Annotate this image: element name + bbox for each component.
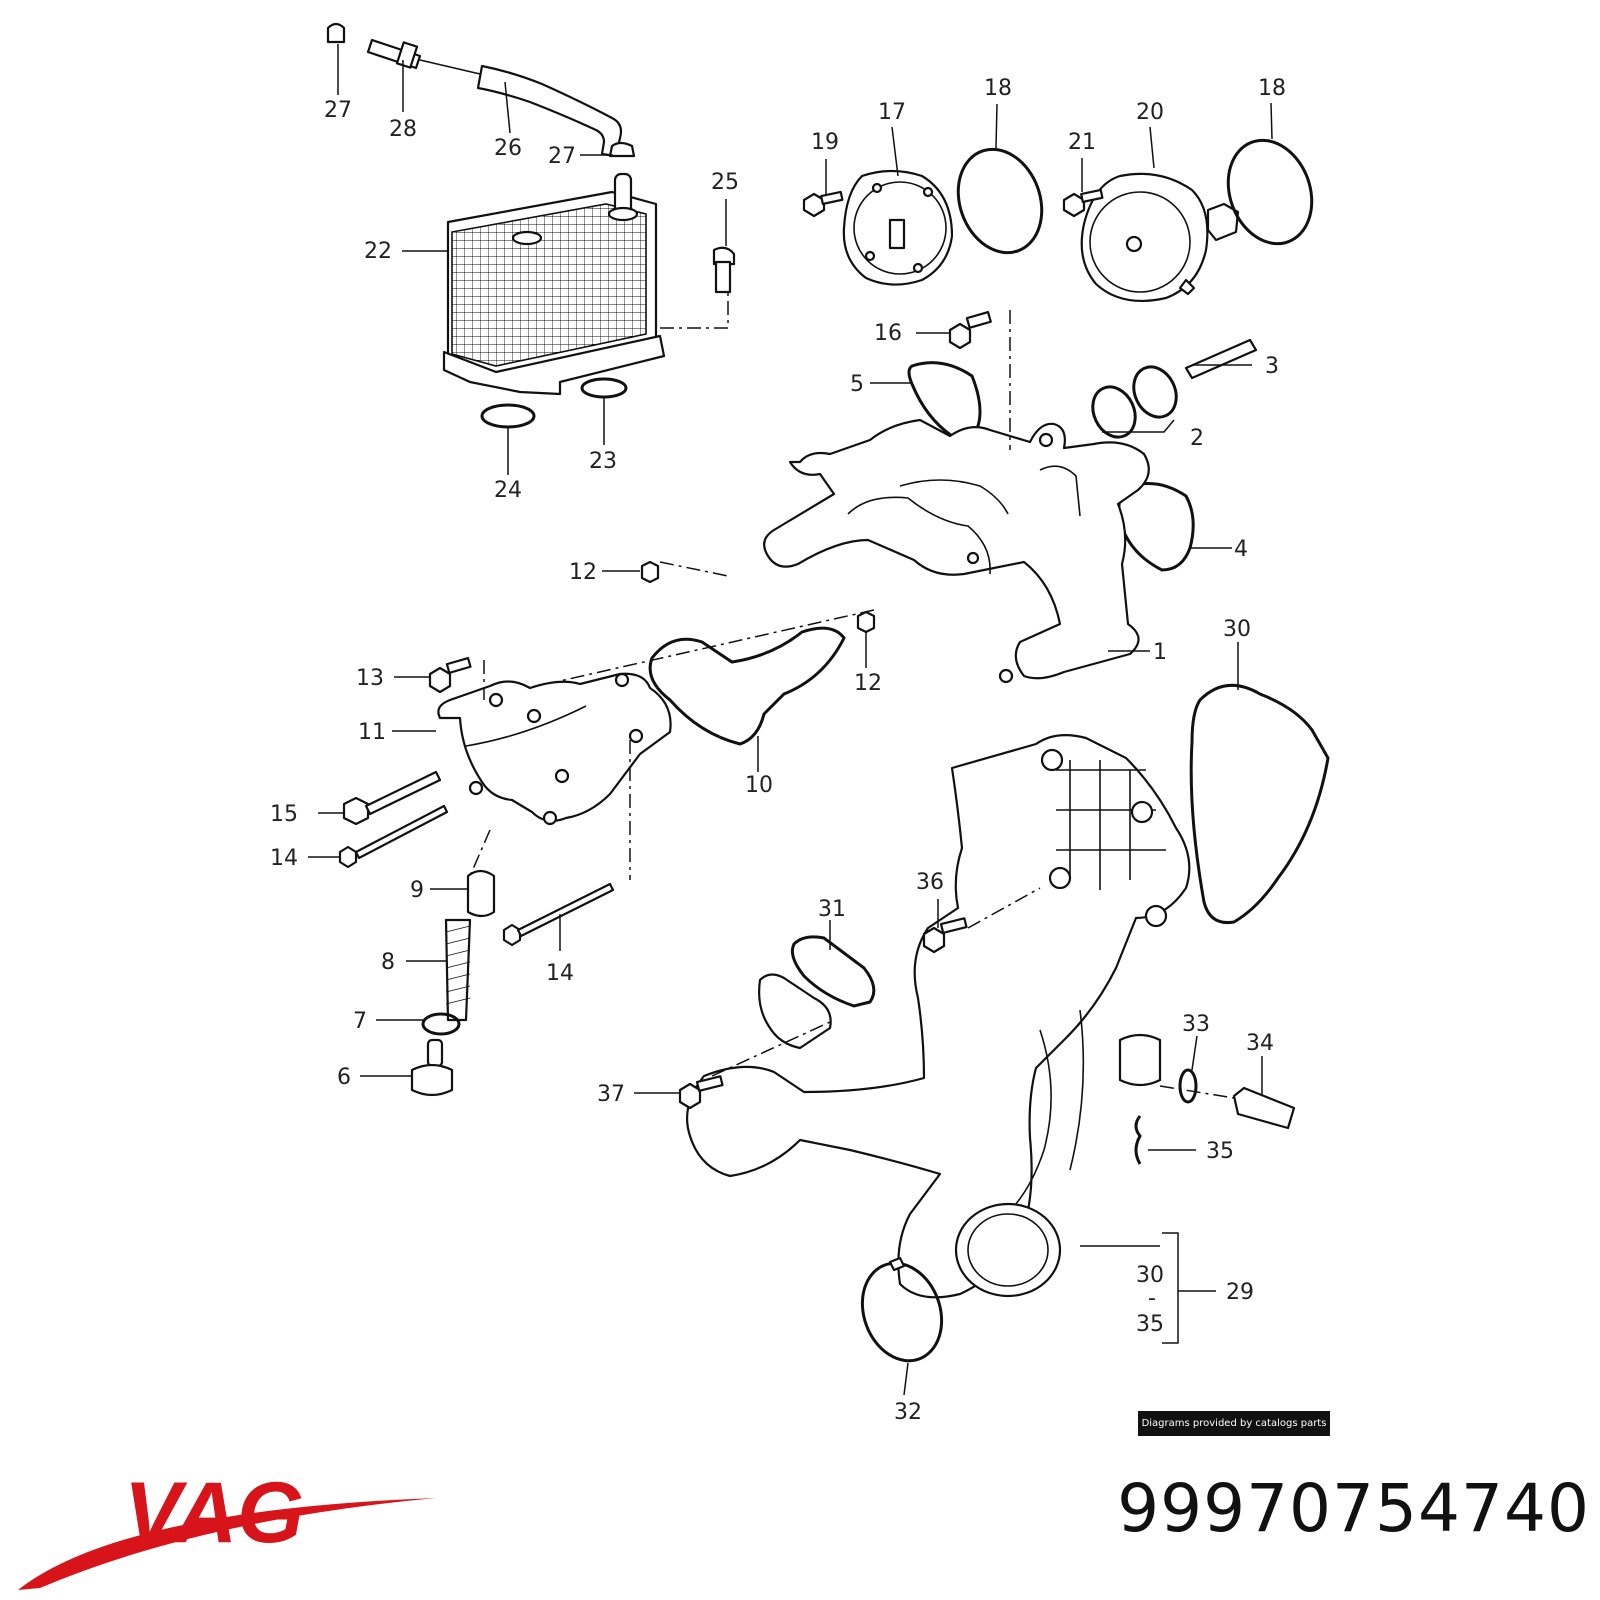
bolts-14-15: [338, 770, 615, 947]
callout-6: 6: [337, 1065, 351, 1090]
callout-24: 24: [494, 478, 522, 503]
callout-8: 8: [381, 950, 395, 975]
leaders-cooler: [402, 199, 729, 475]
callout-28: 28: [389, 117, 417, 142]
callout-35a: 35: [1206, 1139, 1234, 1164]
callout-labels: 27 28 26 27 25 22 23 24 19 17 18 21 20 1…: [270, 76, 1286, 1425]
oil-cooler-seals: [480, 377, 628, 429]
thermostat-housing-20: [1080, 172, 1240, 302]
brand-name: VAG: [124, 1465, 304, 1561]
callout-30b: 30: [1136, 1263, 1164, 1288]
diagram-credit-text: Diagrams provided by catalogs parts: [1141, 1418, 1327, 1429]
callout-18a: 18: [984, 76, 1012, 101]
callout-29: 29: [1226, 1280, 1254, 1305]
callout-9: 9: [410, 878, 424, 903]
callout-5: 5: [850, 372, 864, 397]
callout-30a: 30: [1223, 617, 1251, 642]
callout-33: 33: [1182, 1012, 1210, 1037]
callout-2: 2: [1190, 426, 1204, 451]
callout-14b: 14: [546, 961, 574, 986]
thermostat-cover-17: [842, 169, 954, 286]
callout-14a: 14: [270, 846, 298, 871]
callout-27b: 27: [548, 144, 576, 169]
sensor-33-35: [1134, 1068, 1296, 1165]
gasket-10: [648, 626, 846, 746]
diagram-credit-banner: Diagrams provided by catalogs parts: [1138, 1411, 1330, 1436]
callout-12b: 12: [854, 671, 882, 696]
pin-3: [1184, 338, 1258, 380]
callout-36: 36: [916, 870, 944, 895]
bolts-36-37: [678, 917, 968, 1110]
gasket-30: [1189, 683, 1330, 925]
callout-3: 3: [1265, 354, 1279, 379]
o-rings-18: [956, 138, 1314, 255]
callout-19: 19: [811, 130, 839, 155]
leaders-pipe: [634, 887, 1263, 1396]
main-housing-1: [763, 418, 1150, 684]
callout-37: 37: [597, 1082, 625, 1107]
plugs-12: [640, 560, 876, 634]
leaders-cover: [308, 660, 759, 1077]
clamp-32: [860, 1256, 944, 1363]
callout-13: 13: [356, 666, 384, 691]
callout-23: 23: [589, 449, 617, 474]
hose-assembly: [326, 22, 636, 158]
callout-10: 10: [745, 773, 773, 798]
coolant-pipe-29: [686, 733, 1191, 1299]
callout-4: 4: [1234, 537, 1248, 562]
leaders-thermostat: [825, 102, 1273, 194]
callout-16: 16: [874, 321, 902, 346]
callout-range-dash: -: [1148, 1286, 1156, 1311]
bolts-19-21: [802, 188, 1104, 218]
callout-18b: 18: [1258, 76, 1286, 101]
callout-27a: 27: [324, 98, 352, 123]
callout-22: 22: [364, 239, 392, 264]
leaders-main-housing: [519, 310, 1252, 691]
gasket-31: [790, 935, 876, 1008]
o-rings-2: [1091, 365, 1178, 439]
callout-12a: 12: [569, 560, 597, 585]
thermostat-parts-6-9: [410, 869, 496, 1097]
bolt-25: [712, 246, 736, 294]
vag-logo: VAG: [18, 1465, 436, 1590]
bolt-16: [948, 310, 992, 350]
bolt-13: [428, 656, 472, 694]
leaders-top-left: [337, 44, 613, 156]
callout-15: 15: [270, 802, 298, 827]
callout-21: 21: [1068, 130, 1096, 155]
callout-7: 7: [353, 1009, 367, 1034]
callout-32: 32: [894, 1400, 922, 1425]
part-number: 99970754740: [1117, 1470, 1590, 1547]
callout-34: 34: [1246, 1031, 1274, 1056]
callout-20: 20: [1136, 100, 1164, 125]
callout-11: 11: [358, 720, 386, 745]
oil-cooler: [442, 172, 666, 396]
cover-11: [437, 672, 672, 826]
callout-17: 17: [878, 100, 906, 125]
callout-26: 26: [494, 136, 522, 161]
callout-35b: 35: [1136, 1312, 1164, 1337]
callout-25: 25: [711, 170, 739, 195]
callout-31: 31: [818, 897, 846, 922]
callout-1: 1: [1153, 640, 1167, 665]
